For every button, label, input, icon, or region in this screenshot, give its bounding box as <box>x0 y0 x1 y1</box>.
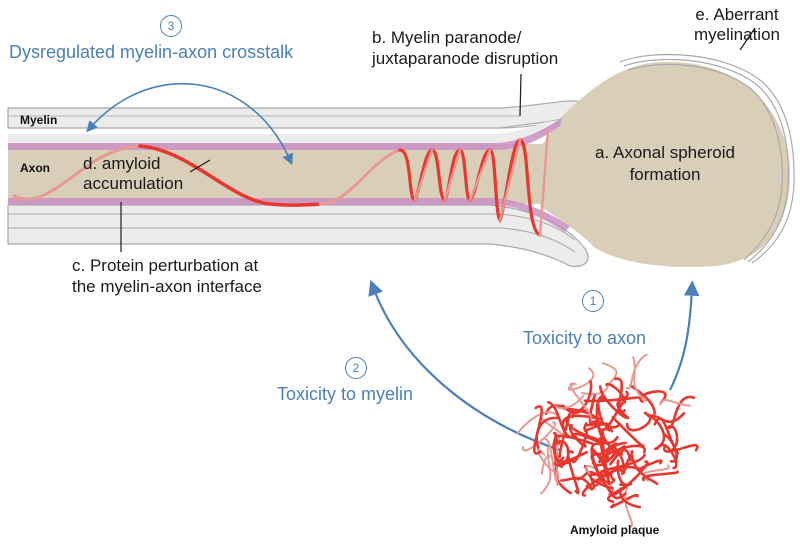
amyloid-fibril <box>601 362 618 384</box>
amyloid-fibril <box>598 385 630 420</box>
amyloid-fibril <box>532 405 544 455</box>
amyloid-fibril <box>569 382 593 422</box>
amyloid-fibril <box>588 394 597 426</box>
amyloid-fibril <box>539 437 558 482</box>
amyloid-fibril <box>552 440 570 467</box>
amyloid-fibril <box>632 356 647 402</box>
amyloid-fibril <box>567 367 595 391</box>
amyloid-fibril <box>609 448 632 466</box>
amyloid-fibril <box>636 459 663 471</box>
amyloid-fibril <box>642 470 680 482</box>
amyloid-plaque <box>516 353 699 528</box>
pathway-2-label: Toxicity to myelin <box>277 384 414 404</box>
amyloid-fibril <box>605 382 626 404</box>
amyloid-fibril <box>610 493 639 509</box>
amyloid-fibril <box>580 384 609 396</box>
amyloid-fibril <box>547 400 578 439</box>
amyloid-accumulation-label-line2: accumulation <box>83 174 184 193</box>
leader-lines <box>120 27 756 252</box>
amyloid-fibril <box>599 436 611 486</box>
pathway-3-label: Dysregulated myelin-axon crosstalk <box>9 42 294 62</box>
amyloid-fibril <box>656 443 678 470</box>
protein-perturbation-label-line2: the myelin-axon interface <box>72 277 262 296</box>
amyloid-fibril <box>540 447 552 495</box>
paranode-disruption-label-line1: b. Myelin paranode/ <box>372 28 522 47</box>
amyloid-fibril <box>596 400 627 431</box>
aberrant-myelination-wrap <box>619 53 795 264</box>
amyloid-fibril <box>638 390 667 404</box>
amyloid-plaque-label: Amyloid plaque <box>570 523 660 537</box>
amyloid-fibril <box>606 441 627 462</box>
amyloid-fibril <box>592 445 626 467</box>
amyloid-fibril <box>599 453 646 478</box>
axon-label: Axon <box>20 161 50 175</box>
amyloid-fibril <box>568 423 587 448</box>
amyloid-fibril <box>552 432 563 469</box>
amyloid-fibril <box>558 413 571 459</box>
pathway-3-number: 3 <box>160 15 182 37</box>
amyloid-fibril <box>625 412 652 432</box>
amyloid-fibril <box>666 424 679 452</box>
pathway-1-number: 1 <box>582 290 604 312</box>
amyloid-fibril <box>629 384 656 415</box>
amyloid-fibril <box>516 411 559 436</box>
toxicity-to-axon-arrow[interactable] <box>669 280 700 391</box>
amyloid-fibril <box>614 377 626 414</box>
amyloid-fibril <box>589 473 614 490</box>
amyloid-fibril <box>566 380 593 414</box>
paranode-disruption-label-line2: juxtaparanode disruption <box>372 49 559 68</box>
toxicity-to-myelin-arrow[interactable] <box>368 279 561 452</box>
aberrant-myelination-label-line2: myelination <box>694 25 780 44</box>
amyloid-fibril <box>625 353 648 390</box>
amyloid-fibril <box>611 451 626 475</box>
amyloid-fibril <box>659 399 691 407</box>
crosstalk-arrow[interactable] <box>86 82 293 166</box>
aberrant-myelination-label-line1: e. Aberrant <box>695 5 779 24</box>
amyloid-fibril <box>630 454 659 486</box>
amyloid-fibril <box>624 486 634 528</box>
amyloid-fibril <box>540 454 551 475</box>
axonal-spheroid <box>540 61 790 268</box>
amyloid-fibril <box>590 454 610 489</box>
amyloid-fibril <box>663 444 699 453</box>
pathway-2-number: 2 <box>345 357 367 379</box>
amyloid-fibril <box>616 459 633 487</box>
amyloid-fibril <box>585 465 612 496</box>
pathway-1-label: Toxicity to axon <box>523 328 647 348</box>
myelin-label: Myelin <box>20 113 58 127</box>
amyloid-fibril <box>611 416 645 448</box>
protein-perturbation-label-line1: c. Protein perturbation at <box>72 256 259 275</box>
axonal-spheroid-label-line2: formation <box>629 165 701 184</box>
axonal-spheroid-label-line1: a. Axonal spheroid <box>595 143 735 162</box>
amyloid-fibril <box>619 487 642 509</box>
amyloid-accumulation-label-line1: d. amyloid <box>83 154 161 173</box>
amyloid-fibril <box>560 476 594 491</box>
